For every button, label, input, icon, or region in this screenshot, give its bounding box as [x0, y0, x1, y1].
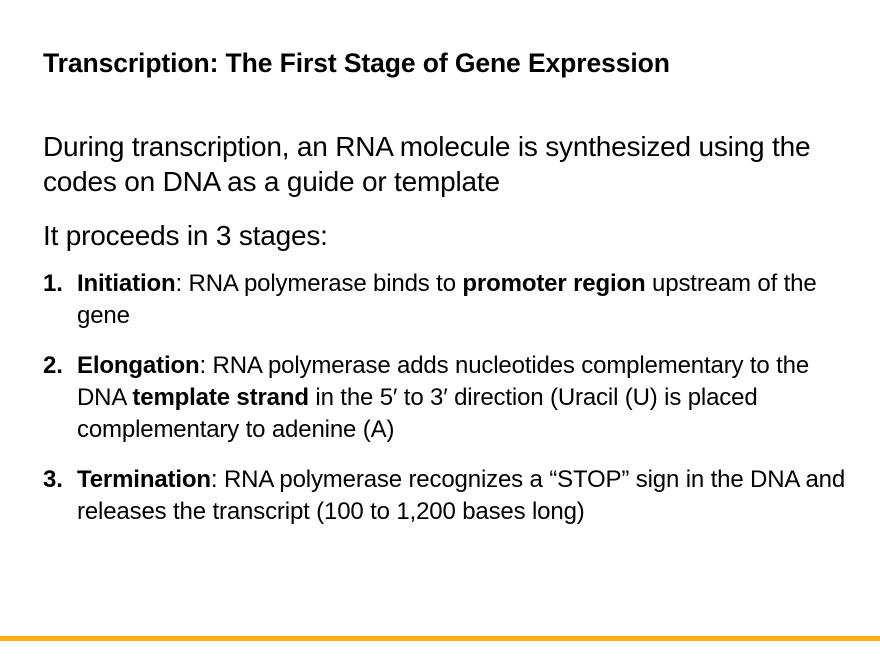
stage-text: Initiation: RNA polymerase binds to prom…: [77, 268, 853, 332]
stage-item-initiation: 1. Initiation: RNA polymerase binds to p…: [43, 268, 853, 332]
stages-lead-text: It proceeds in 3 stages:: [43, 220, 328, 251]
stage-text: Termination: RNA polymerase recognizes a…: [77, 464, 853, 528]
stage-separator: :: [175, 270, 189, 297]
stage-item-elongation: 2. Elongation: RNA polymerase adds nucle…: [43, 350, 853, 446]
stage-number: 3.: [43, 466, 63, 493]
stage-number: 1.: [43, 270, 63, 297]
stage-key-term: template strand: [132, 384, 309, 411]
stage-description: RNA polymerase binds to: [188, 270, 463, 297]
stage-number: 2.: [43, 352, 63, 379]
stage-separator: :: [199, 352, 213, 379]
footer-accent-line: [0, 636, 880, 641]
stage-description-cont: upstream of the gene: [77, 270, 817, 329]
stage-description: RNA polymerase recognizes a “STOP” sign …: [77, 466, 846, 525]
slide-title: Transcription: The First Stage of Gene E…: [43, 48, 670, 78]
stage-text: Elongation: RNA polymerase adds nucleoti…: [77, 350, 853, 446]
stage-item-termination: 3. Termination: RNA polymerase recognize…: [43, 464, 853, 528]
stage-term: Elongation: [77, 352, 200, 379]
stage-key-term: promoter region: [462, 270, 646, 297]
stage-separator: :: [210, 466, 224, 493]
stage-term: Termination: [77, 466, 211, 493]
stage-term: Initiation: [77, 270, 176, 297]
stage-description: RNA polymerase adds nucleotides compleme…: [77, 352, 810, 411]
intro-paragraph: During transcription, an RNA molecule is…: [43, 131, 811, 197]
stage-description-cont: in the 5′ to 3′ direction (Uracil (U) is…: [77, 384, 758, 443]
